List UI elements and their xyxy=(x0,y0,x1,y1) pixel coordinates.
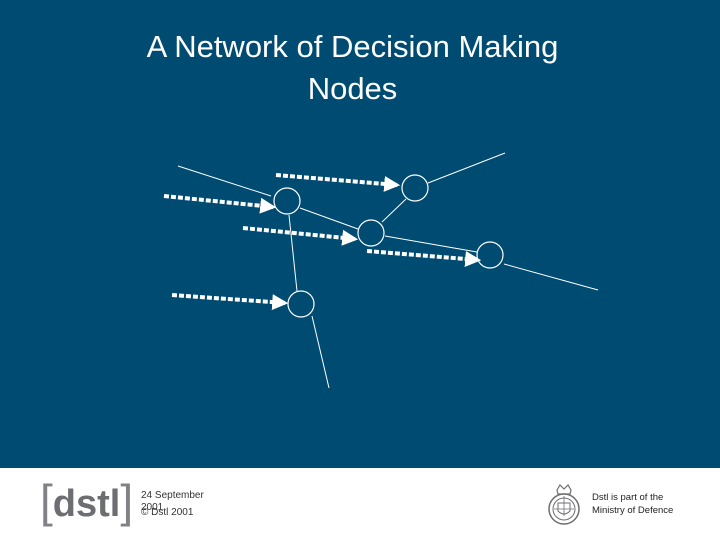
edge-c-d xyxy=(384,235,478,253)
input-arrow-b xyxy=(275,173,401,192)
dstl-logo: [ dstl ] xyxy=(40,475,133,527)
edge-line xyxy=(503,263,599,291)
mod-statement: Dstl is part of the Ministry of Defence xyxy=(592,491,702,517)
logo-bracket-right: ] xyxy=(120,475,134,527)
decision-node-a xyxy=(273,187,301,215)
decision-node-e xyxy=(287,290,315,318)
edge-line xyxy=(427,152,506,184)
mod-line-2: Ministry of Defence xyxy=(592,505,674,516)
footer-bar xyxy=(0,468,720,540)
edge-line xyxy=(311,315,330,389)
decision-node-c xyxy=(357,219,385,247)
decision-node-b xyxy=(401,174,429,202)
mod-crest-icon xyxy=(548,484,580,525)
logo-text: dstl xyxy=(52,482,121,525)
edge-a-e xyxy=(288,214,298,292)
footer-copyright: © Dstl 2001 xyxy=(141,507,194,518)
mod-line-1: Dstl is part of the xyxy=(592,492,664,503)
logo-bracket-left: [ xyxy=(40,475,53,527)
edge-b-c xyxy=(381,198,407,223)
slide-background xyxy=(0,0,720,468)
input-arrow-d xyxy=(366,249,482,267)
title-line-2: Nodes xyxy=(307,71,398,106)
slide-title: A Network of Decision Making Nodes xyxy=(60,26,645,110)
input-arrow-c xyxy=(242,226,359,246)
input-arrow-e xyxy=(171,293,289,311)
title-line-1: A Network of Decision Making xyxy=(146,29,559,64)
edge-a-c xyxy=(299,207,359,230)
edge-line xyxy=(177,165,272,197)
decision-node-d xyxy=(476,241,504,269)
footer-date: 24 September 2001 xyxy=(141,490,204,513)
input-arrow-a xyxy=(163,194,277,214)
decision-network-diagram xyxy=(163,152,599,389)
